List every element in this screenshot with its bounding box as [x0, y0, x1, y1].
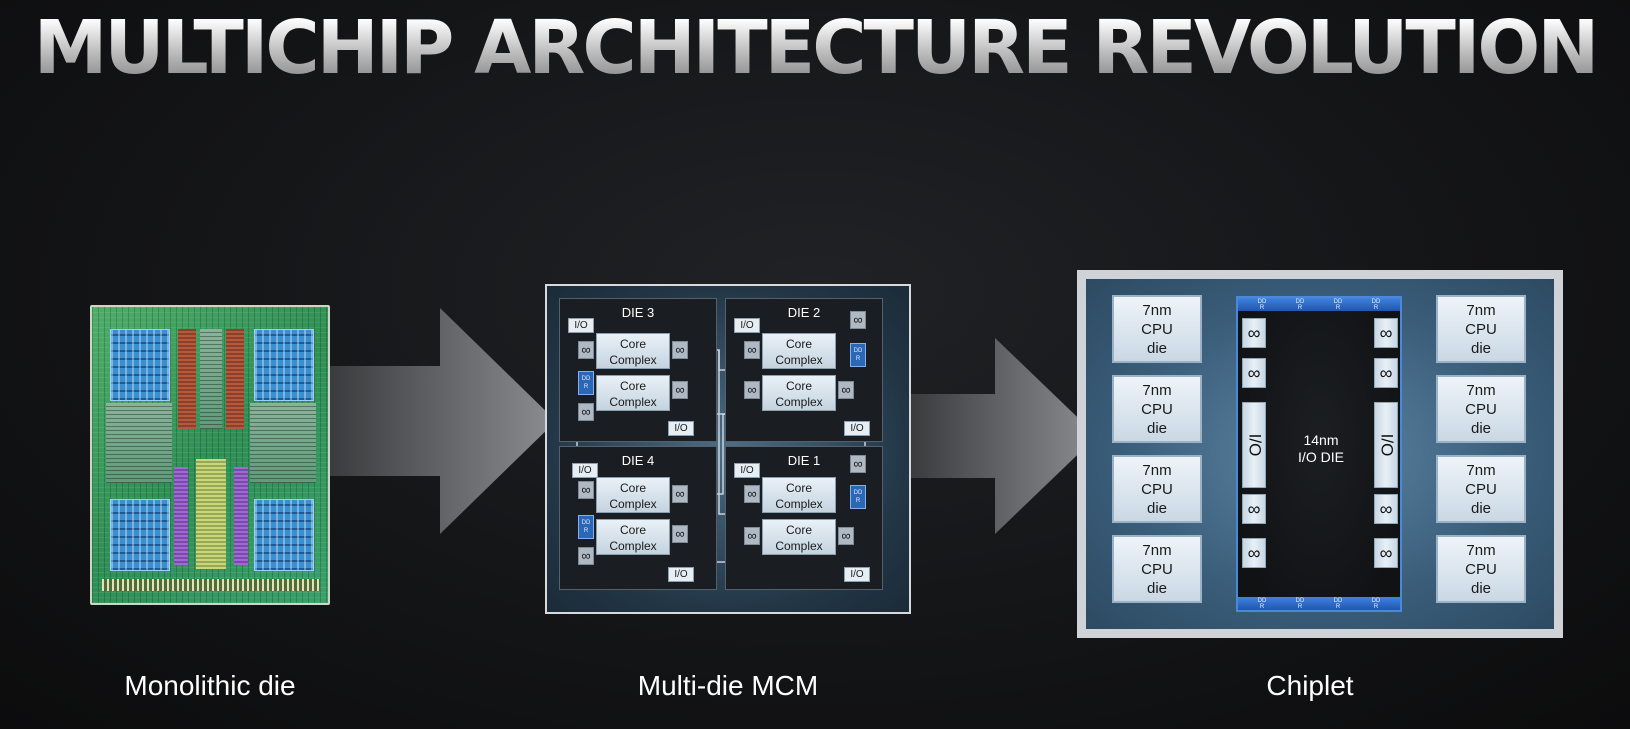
infinity-fabric-icon: ∞ — [744, 527, 760, 545]
infinity-fabric-icon: ∞ — [1374, 538, 1398, 568]
io-label: I/O — [734, 318, 760, 333]
infinity-fabric-icon: ∞ — [578, 341, 594, 359]
io-label: I/O — [572, 463, 598, 478]
infinity-fabric-icon: ∞ — [744, 341, 760, 359]
arrow-right-icon — [911, 338, 1097, 534]
die-title: DIE 3 — [621, 305, 655, 320]
caption-chiplet: Chiplet — [1266, 670, 1354, 701]
io-label: I/O — [734, 463, 760, 478]
caption-mcm: Multi-die MCM — [637, 670, 819, 701]
die-title: DIE 4 — [621, 453, 655, 468]
infinity-fabric-icon: ∞ — [850, 311, 866, 329]
infinity-fabric-icon: ∞ — [1242, 318, 1266, 348]
caption-monolithic: Monolithic die — [124, 670, 296, 701]
die-title: DIE 2 — [787, 305, 821, 320]
infinity-fabric-icon: ∞ — [1374, 358, 1398, 388]
infinity-fabric-icon: ∞ — [672, 485, 688, 503]
infinity-fabric-icon: ∞ — [1374, 318, 1398, 348]
io-label: I/O — [668, 421, 694, 436]
die-title: DIE 1 — [787, 453, 821, 468]
io-label: I/O — [568, 318, 594, 333]
io-label: I/O — [844, 421, 870, 436]
infinity-fabric-icon: ∞ — [672, 341, 688, 359]
io-label: I/O — [668, 567, 694, 582]
infinity-fabric-icon: ∞ — [1242, 358, 1266, 388]
infinity-fabric-icon: ∞ — [578, 403, 594, 421]
io-link-label: I/O — [1242, 402, 1266, 488]
infinity-fabric-icon: ∞ — [1242, 538, 1266, 568]
infinity-fabric-icon: ∞ — [744, 485, 760, 503]
infinity-fabric-icon: ∞ — [838, 527, 854, 545]
infinity-fabric-icon: ∞ — [1242, 494, 1266, 524]
infinity-fabric-icon: ∞ — [1374, 494, 1398, 524]
infinity-fabric-icon: ∞ — [744, 381, 760, 399]
infinity-fabric-icon: ∞ — [578, 547, 594, 565]
infinity-fabric-icon: ∞ — [672, 525, 688, 543]
infinity-fabric-icon: ∞ — [838, 381, 854, 399]
arrow-right-icon — [330, 308, 556, 534]
io-label: I/O — [844, 567, 870, 582]
slide-title: MULTICHIP ARCHITECTURE REVOLUTION — [0, 6, 1630, 90]
infinity-fabric-icon: ∞ — [850, 455, 866, 473]
infinity-fabric-icon: ∞ — [578, 481, 594, 499]
infinity-fabric-icon: ∞ — [672, 381, 688, 399]
monolithic-die-image — [90, 305, 330, 605]
io-link-label: I/O — [1374, 402, 1398, 488]
